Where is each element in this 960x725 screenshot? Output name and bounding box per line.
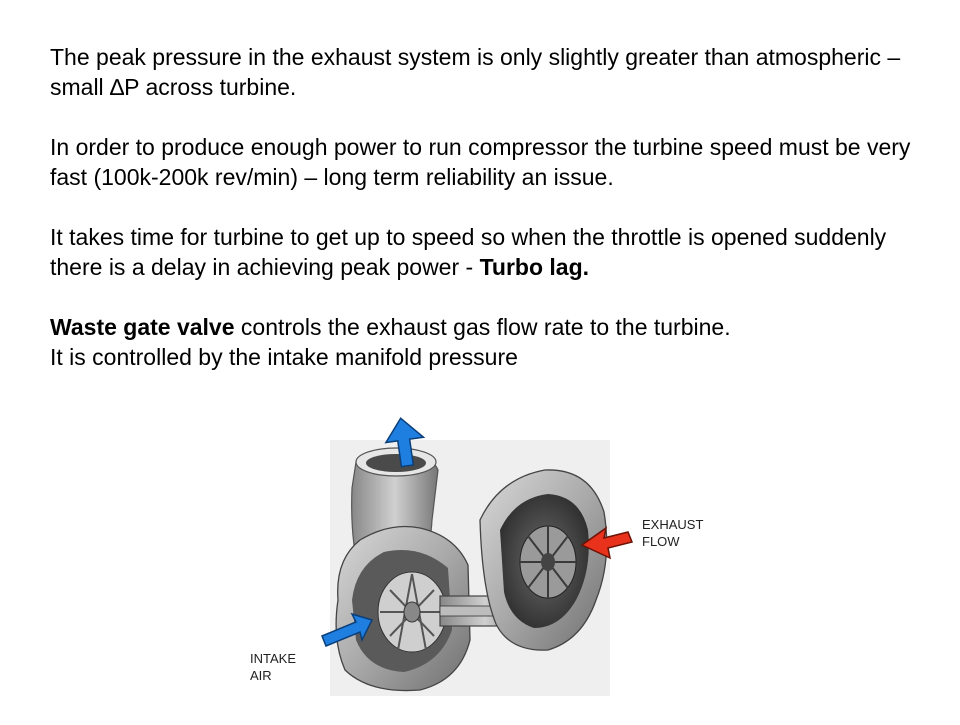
paragraph-exhaust-pressure: The peak pressure in the exhaust system … [50,44,901,100]
turbine-wheel [519,525,577,599]
paragraph-manifold-pressure: It is controlled by the intake manifold … [50,344,518,370]
intake-air-label: INTAKE AIR [250,651,296,683]
paragraph-waste-gate: Waste gate valve controls the exhaust ga… [50,312,930,342]
exhaust-flow-arrow [580,526,634,560]
paragraph-turbo-lag: It takes time for turbine to get up to s… [50,222,930,282]
exhaust-flow-label: EXHAUST FLOW [642,517,704,549]
waste-gate-term: Waste gate valve [50,314,235,340]
outlet-air-arrow [384,417,426,468]
slide-text: The peak pressure in the exhaust system … [50,42,930,372]
waste-gate-text: controls the exhaust gas flow rate to th… [234,314,731,340]
outlet-pipe-opening [366,454,426,472]
intake-air-arrow [321,612,374,647]
turbo-lag-text: It takes time for turbine to get up to s… [50,224,887,280]
turbo-lag-term: Turbo lag. [479,254,590,280]
paragraph-turbine-speed: In order to produce enough power to run … [50,134,911,190]
compressor-wheel [377,571,447,653]
